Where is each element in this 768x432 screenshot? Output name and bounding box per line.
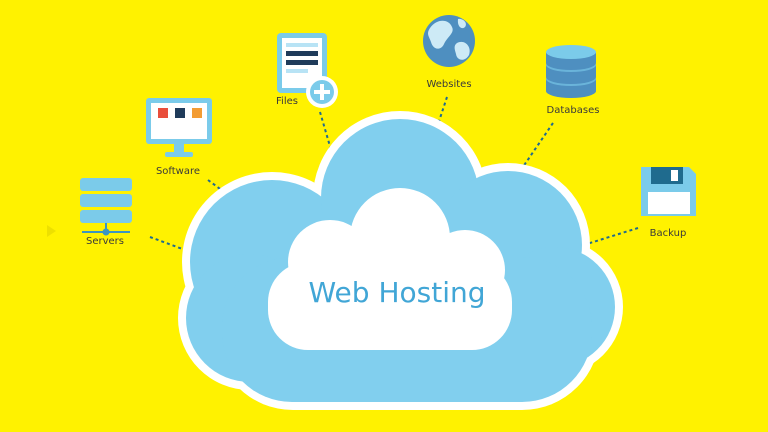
- diagram-title: Web Hosting: [308, 276, 486, 309]
- floppy-disk-icon: [641, 167, 696, 216]
- backup-label: Backup: [649, 228, 687, 239]
- inner-cloud: [268, 188, 512, 350]
- globe-icon: [423, 15, 475, 67]
- server-rack-icon: [80, 178, 132, 236]
- software-label: Software: [155, 166, 201, 177]
- database-icon: [546, 45, 596, 98]
- file-add-icon: [277, 33, 338, 108]
- files-label: Files: [276, 96, 298, 107]
- websites-label: Websites: [426, 79, 472, 90]
- databases-label: Databases: [546, 105, 600, 116]
- servers-label: Servers: [85, 236, 125, 247]
- monitor-icon: [146, 98, 212, 157]
- left-arrow-icon: [47, 225, 56, 237]
